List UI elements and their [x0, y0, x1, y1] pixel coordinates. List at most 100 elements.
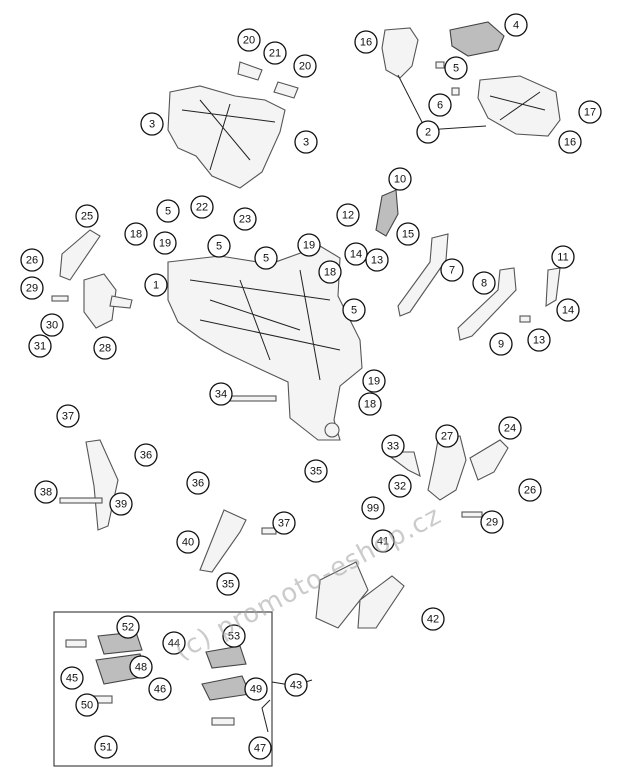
- callout-number: 10: [394, 174, 406, 186]
- callout-number: 19: [159, 238, 171, 250]
- callout-circle: [233, 207, 257, 231]
- callout-27: 27: [435, 424, 459, 448]
- footpeg-kit-box: [53, 611, 291, 767]
- callout-5: 5: [207, 234, 231, 258]
- callout-number: 40: [182, 537, 194, 549]
- callout-circle: [435, 424, 459, 448]
- callout-number: 25: [81, 211, 93, 223]
- callout-circle: [489, 332, 513, 356]
- callout-number: 37: [278, 518, 290, 530]
- callout-53: 53: [222, 624, 246, 648]
- callout-18: 18: [318, 260, 342, 284]
- callout-3: 3: [140, 112, 164, 136]
- callout-circle: [93, 336, 117, 360]
- callout-number: 16: [564, 137, 576, 149]
- callout-number: 32: [394, 481, 406, 493]
- callout-number: 47: [254, 743, 266, 755]
- callout-number: 2: [425, 127, 431, 139]
- callout-circle: [124, 222, 148, 246]
- main-frame-part: [167, 245, 363, 441]
- callout-circle: [162, 631, 186, 655]
- callout-number: 20: [299, 61, 311, 73]
- callout-14: 14: [344, 242, 368, 266]
- callout-circle: [116, 615, 140, 639]
- callout-circle: [293, 54, 317, 78]
- callout-47: 47: [248, 736, 272, 760]
- callout-circle: [222, 624, 246, 648]
- callout-number: 37: [62, 411, 74, 423]
- callout-23: 23: [233, 207, 257, 231]
- callout-number: 34: [215, 389, 227, 401]
- callout-number: 5: [216, 241, 222, 253]
- callout-26: 26: [20, 248, 44, 272]
- callout-21: 21: [263, 41, 287, 65]
- callout-24: 24: [498, 416, 522, 440]
- callout-19: 19: [362, 369, 386, 393]
- callout-circle: [472, 271, 496, 295]
- callout-6: 6: [428, 93, 452, 117]
- callout-circle: [354, 30, 378, 54]
- callout-35: 35: [304, 459, 328, 483]
- callout-circle: [304, 459, 328, 483]
- callout-circle: [297, 233, 321, 257]
- callout-circle: [144, 273, 168, 297]
- callout-20: 20: [293, 54, 317, 78]
- callout-number: 14: [562, 305, 574, 317]
- callout-30: 30: [40, 313, 64, 337]
- callout-number: 38: [40, 487, 52, 499]
- callout-number: 20: [243, 35, 255, 47]
- callout-number: 39: [115, 499, 127, 511]
- callout-circle: [109, 492, 133, 516]
- callout-18: 18: [124, 222, 148, 246]
- callout-36: 36: [186, 471, 210, 495]
- callout-circle: [428, 93, 452, 117]
- callout-number: 44: [168, 638, 180, 650]
- callout-number: 8: [481, 278, 487, 290]
- callout-circle: [216, 572, 240, 596]
- callout-36: 36: [134, 443, 158, 467]
- callout-34: 34: [209, 382, 233, 406]
- callout-number: 17: [584, 107, 596, 119]
- callout-number: 36: [140, 450, 152, 462]
- callout-circle: [129, 655, 153, 679]
- callout-circle: [20, 248, 44, 272]
- callout-99: 99: [361, 496, 385, 520]
- callout-circle: [336, 203, 360, 227]
- callout-44: 44: [162, 631, 186, 655]
- cover-part: [315, 561, 405, 629]
- callout-number: 18: [324, 267, 336, 279]
- callout-19: 19: [153, 231, 177, 255]
- callout-49: 49: [244, 677, 268, 701]
- callout-number: 35: [222, 579, 234, 591]
- callout-circle: [75, 204, 99, 228]
- callout-number: 31: [34, 341, 46, 353]
- callout-number: 23: [239, 214, 251, 226]
- callout-52: 52: [116, 615, 140, 639]
- callout-circle: [40, 313, 64, 337]
- callout-14: 14: [556, 298, 580, 322]
- callout-number: 46: [154, 684, 166, 696]
- callout-number: 11: [557, 252, 568, 264]
- callout-circle: [186, 471, 210, 495]
- callout-number: 43: [290, 680, 302, 692]
- callout-10: 10: [388, 167, 412, 191]
- callout-46: 46: [148, 677, 172, 701]
- callout-40: 40: [176, 530, 200, 554]
- callout-16: 16: [354, 30, 378, 54]
- callout-number: 13: [533, 335, 545, 347]
- callout-number: 5: [165, 206, 171, 218]
- rubber-pad-part: [375, 189, 399, 237]
- callout-number: 7: [449, 265, 455, 277]
- callout-circle: [578, 100, 602, 124]
- callout-circle: [396, 222, 420, 246]
- callout-number: 5: [453, 63, 459, 75]
- callout-circle: [209, 382, 233, 406]
- callout-circle: [207, 234, 231, 258]
- callout-number: 21: [269, 48, 281, 60]
- callout-19: 19: [297, 233, 321, 257]
- callout-number: 4: [513, 20, 519, 32]
- callout-circle: [254, 246, 278, 270]
- callout-circle: [153, 231, 177, 255]
- callout-circle: [498, 416, 522, 440]
- callout-number: 49: [250, 684, 262, 696]
